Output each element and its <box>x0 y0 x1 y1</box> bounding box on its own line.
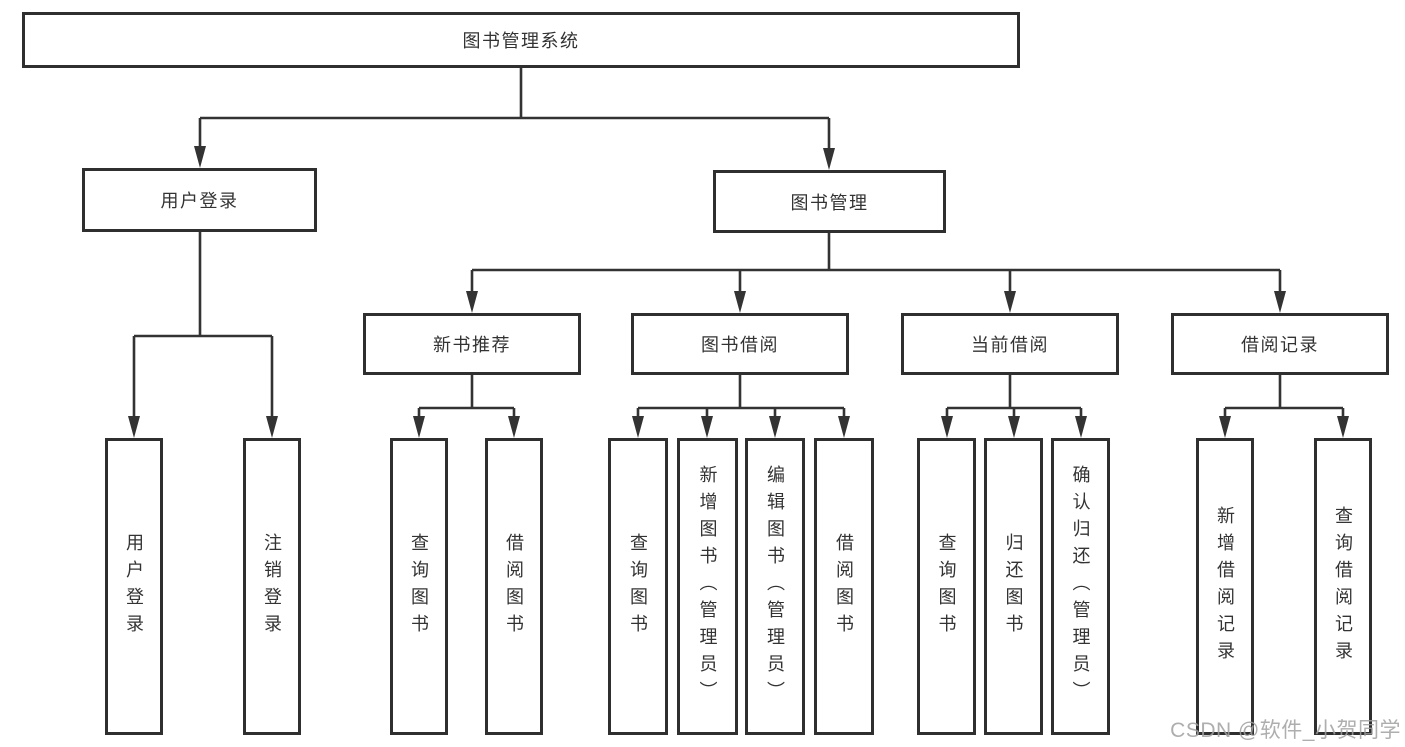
node-label: 归还图书 <box>1003 532 1024 641</box>
leaf-edit-book-admin: 编辑图书（管理员） <box>745 438 805 735</box>
leaf-query-borrow-record: 查询借阅记录 <box>1314 438 1372 735</box>
node-label: 借阅图书 <box>834 532 854 641</box>
node-label: 新增图书（管理员） <box>697 465 718 708</box>
node-label: 图书管理系统 <box>462 31 580 51</box>
node-book-borrow: 图书借阅 <box>631 313 849 375</box>
node-label: 确认归还（管理员） <box>1070 465 1091 708</box>
node-root-system: 图书管理系统 <box>22 12 1020 68</box>
node-label: 查询图书 <box>628 532 648 641</box>
node-label: 新书推荐 <box>433 335 511 355</box>
node-label: 借阅记录 <box>1241 335 1319 355</box>
leaf-confirm-return-admin: 确认归还（管理员） <box>1051 438 1110 735</box>
leaf-return-book: 归还图书 <box>984 438 1043 735</box>
node-label: 编辑图书（管理员） <box>765 465 785 708</box>
node-label: 新增借阅记录 <box>1215 505 1235 668</box>
node-book-management: 图书管理 <box>713 170 946 233</box>
node-new-book-recommend: 新书推荐 <box>363 313 581 375</box>
leaf-add-borrow-record: 新增借阅记录 <box>1196 438 1254 735</box>
node-borrow-records: 借阅记录 <box>1171 313 1389 375</box>
node-label: 查询借阅记录 <box>1333 505 1353 668</box>
leaf-query-book-recommend: 查询图书 <box>390 438 448 735</box>
node-label: 图书借阅 <box>701 335 779 355</box>
leaf-logout: 注销登录 <box>243 438 301 735</box>
leaf-query-book-borrow: 查询图书 <box>608 438 668 735</box>
leaf-query-book-current: 查询图书 <box>917 438 976 735</box>
leaf-borrow-book-recommend: 借阅图书 <box>485 438 543 735</box>
leaf-user-login: 用户登录 <box>105 438 163 735</box>
node-label: 用户登录 <box>124 532 144 641</box>
node-label: 当前借阅 <box>971 335 1049 355</box>
csdn-watermark: CSDN @软件_小贺同学 <box>1170 719 1401 742</box>
node-user-login: 用户登录 <box>82 168 317 232</box>
node-label: 查询图书 <box>936 532 957 641</box>
node-label: 查询图书 <box>409 532 429 641</box>
leaf-add-book-admin: 新增图书（管理员） <box>677 438 738 735</box>
node-current-borrow: 当前借阅 <box>901 313 1119 375</box>
node-label: 借阅图书 <box>504 532 524 641</box>
node-label: 图书管理 <box>790 192 869 213</box>
node-label: 用户登录 <box>160 191 239 211</box>
node-label: 注销登录 <box>262 532 282 641</box>
leaf-borrow-book: 借阅图书 <box>814 438 874 735</box>
